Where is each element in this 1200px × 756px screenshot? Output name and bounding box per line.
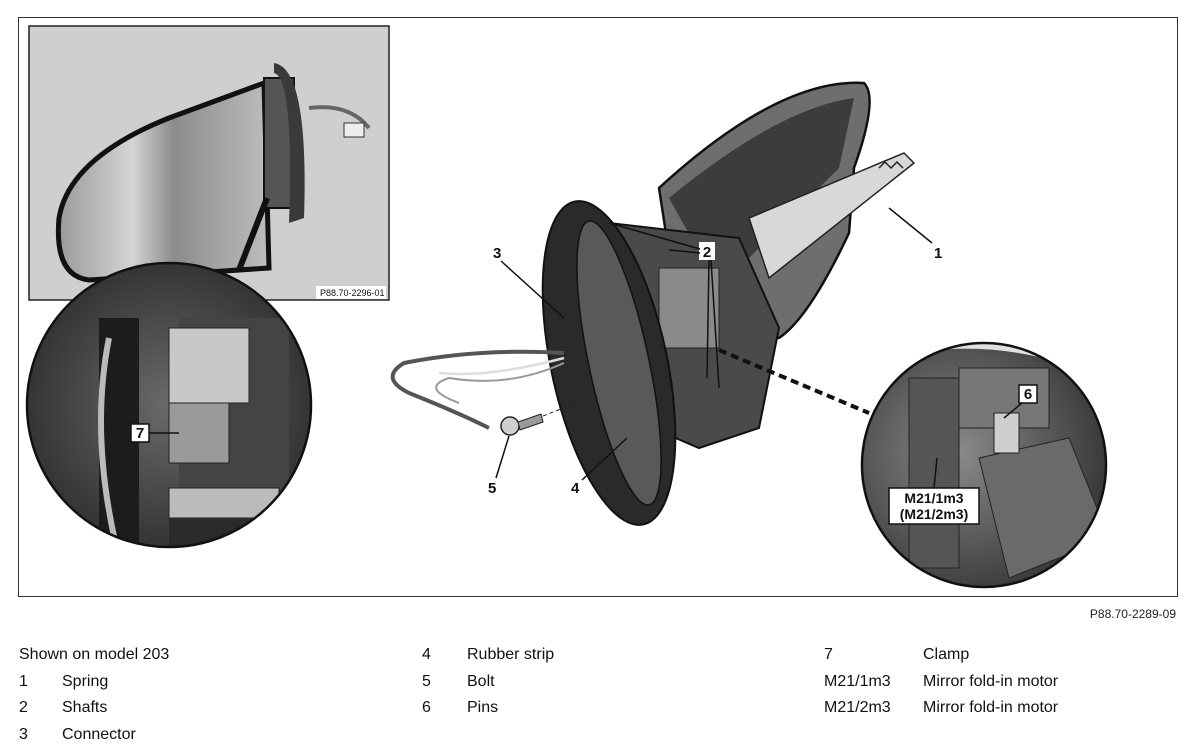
legend-item: 6 Pins [422, 695, 554, 722]
legend-intro-text: Shown on model 203 [19, 646, 170, 663]
clamp-detail-circle: 7 [25, 261, 313, 549]
mirror-assembly-main [390, 81, 916, 526]
callout-2: 2 [703, 244, 711, 261]
inset-image-id: P88.70-2296-01 [320, 288, 385, 298]
legend-label: Clamp [923, 646, 970, 663]
legend-key: 5 [422, 672, 431, 690]
legend-column-1: Shown on model 203 1 Spring 2 Shafts 3 Conn… [19, 642, 169, 748]
callout-3-group: 3 [493, 245, 565, 319]
legend-key: 3 [19, 725, 28, 743]
legend-key: M21/1m3 [824, 672, 891, 690]
callout-3: 3 [493, 245, 501, 262]
bolt-part [500, 413, 544, 436]
callout-1: 1 [934, 245, 942, 262]
legend-key: 2 [19, 699, 28, 716]
legend-label: Mirror fold-in motor [923, 672, 1059, 690]
legend-label: Mirror fold-in motor [923, 699, 1059, 716]
legend-item: M21/1m3 Mirror fold-in motor [824, 669, 1058, 696]
figure-image-id: P88.70-2289-09 [1089, 607, 1176, 621]
legend-label: Shafts [62, 699, 108, 716]
legend-item: 4 Rubber strip [422, 642, 554, 669]
legend-key: 1 [19, 672, 28, 690]
callout-4: 4 [571, 480, 580, 497]
legend-key: 7 [824, 646, 833, 663]
callout-6: 6 [1024, 386, 1032, 403]
legend-column-2: 4 Rubber strip 5 Bolt 6 Pins [422, 642, 554, 722]
callout-motor-main: M21/1m3 [904, 490, 963, 506]
inset-mirror-glass-photo: P88.70-2296-01 [28, 25, 390, 301]
legend-item: 5 Bolt [422, 669, 554, 696]
legend-label: Pins [467, 699, 499, 716]
callout-motor-alt: (M21/2m3) [900, 506, 968, 522]
legend-label: Rubber strip [467, 646, 555, 663]
legend-key: 4 [422, 646, 431, 663]
legend-label: Spring [62, 672, 109, 690]
figure-frame: P88.70-2296-01 7 [18, 17, 1178, 597]
callout-4-group: 4 [571, 437, 628, 497]
callout-1-group: 1 [888, 207, 942, 262]
legend-item: M21/2m3 Mirror fold-in motor [824, 695, 1058, 722]
legend-key: M21/2m3 [824, 699, 891, 716]
legend-item: 7 Clamp [824, 642, 1058, 669]
callout-2-group: 2 [608, 222, 720, 389]
legend-label: Connector [62, 725, 136, 743]
legend-key: 6 [422, 699, 431, 716]
legend-intro: Shown on model 203 [19, 642, 169, 669]
callout-7: 7 [136, 425, 144, 442]
callout-5: 5 [488, 480, 496, 497]
mirror-diagram: P88.70-2296-01 7 [25, 25, 1108, 589]
legend-item: 3 Connector [19, 722, 169, 749]
callout-5-group: 5 [488, 435, 510, 497]
motor-detail-circle: 6 M21/1m3 (M21/2m3) [860, 341, 1108, 589]
legend-item: 1 Spring [19, 669, 169, 696]
legend-item: 2 Shafts [19, 695, 169, 722]
legend-label: Bolt [467, 672, 495, 690]
